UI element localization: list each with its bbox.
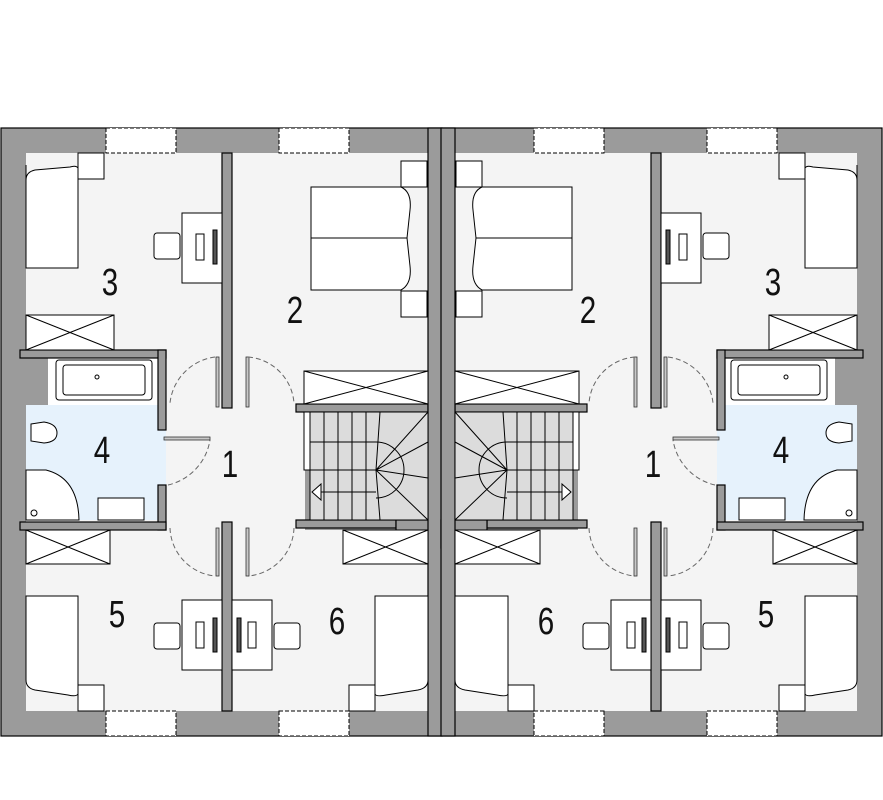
nightstand [348,684,376,712]
sink [97,497,145,521]
room-label-4: 4 [93,430,111,472]
wall [221,152,233,409]
chair [153,622,181,650]
bed [25,165,79,269]
room-label-6: 6 [328,601,346,643]
bed [374,595,429,697]
room-label-5: 5 [108,594,126,636]
room-label-4: 4 [772,430,790,472]
window [278,710,350,737]
window [105,710,177,737]
monitor [212,229,218,265]
window [105,127,177,154]
staircase [303,411,429,521]
room-label-3: 3 [101,262,119,304]
window [278,127,350,154]
room-label-2: 2 [579,290,597,332]
right-unit [440,127,864,737]
toilet [30,421,58,444]
room-label-5: 5 [757,594,775,636]
left-unit [19,127,443,737]
room-label-2: 2 [286,290,304,332]
nightstand [77,684,105,712]
room-label-1: 1 [644,444,662,486]
nightstand [400,160,428,188]
nightstand [400,290,428,318]
bed [310,186,411,239]
shower [25,469,80,521]
monitor [236,617,242,653]
chair [153,232,181,260]
room-label-3: 3 [764,262,782,304]
wall [221,521,233,712]
stair-arrow-icon [311,482,322,502]
room-label-6: 6 [537,601,555,643]
monitor [212,617,218,653]
party-wall [427,127,443,737]
chair [273,622,301,650]
bed [25,595,79,697]
nightstand [77,152,105,180]
room-label-1: 1 [221,444,239,486]
door [163,436,211,441]
